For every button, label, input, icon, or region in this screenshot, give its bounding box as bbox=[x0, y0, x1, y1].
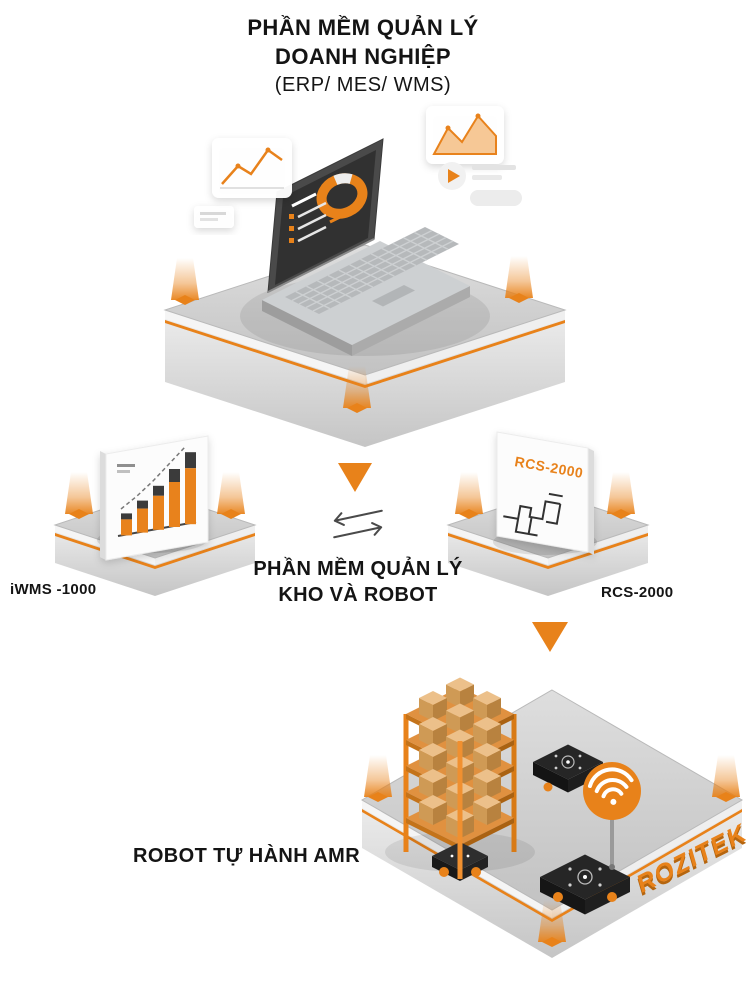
amr-robot-under-rack bbox=[432, 842, 488, 881]
rcs-screen-route-map: RCS-2000 bbox=[496, 431, 594, 555]
pallet-rack bbox=[385, 677, 535, 881]
rcs-label: RCS-2000 bbox=[601, 584, 674, 601]
play-icon bbox=[448, 169, 460, 183]
middle-title-line1: PHẦN MỀM QUẢN LÝ bbox=[253, 558, 463, 580]
iwms-label: iWMS -1000 bbox=[10, 581, 97, 598]
iwms-screen-bar-chart bbox=[100, 435, 209, 561]
laptop-keyboard bbox=[285, 227, 459, 314]
top-section-title: PHẦN MỀM QUẢN LÝ DOANH NGHIỆP (ERP/ MES/… bbox=[0, 13, 726, 97]
laptop-illustration bbox=[262, 138, 470, 356]
top-subtitle: (ERP/ MES/ WMS) bbox=[274, 74, 452, 96]
route-map-lines bbox=[503, 492, 563, 537]
top-title-line2: DOANH NGHIỆP bbox=[275, 44, 451, 69]
text-lines-card bbox=[194, 206, 234, 228]
screen-menu-list bbox=[289, 192, 357, 243]
wifi-icon bbox=[587, 767, 634, 805]
laptop-screen bbox=[267, 138, 384, 293]
amr-robot-2 bbox=[540, 854, 630, 915]
line-chart-card bbox=[212, 138, 292, 198]
middle-section-title: PHẦN MỀM QUẢN LÝ KHO VÀ ROBOT bbox=[0, 556, 716, 608]
exchange-arrows-icon bbox=[333, 509, 383, 539]
bar-chart-bars bbox=[121, 452, 196, 536]
down-arrow-icon bbox=[338, 463, 372, 492]
top-title-line1: PHẦN MỀM QUẢN LÝ bbox=[247, 15, 479, 40]
media-card bbox=[438, 162, 522, 206]
area-chart-card bbox=[426, 106, 504, 164]
wifi-sign bbox=[583, 762, 641, 870]
laptop-touchpad bbox=[372, 285, 415, 307]
down-arrow-icon bbox=[532, 622, 568, 652]
middle-title-line2: KHO VÀ ROBOT bbox=[278, 584, 438, 606]
amr-label: ROBOT TỰ HÀNH AMR bbox=[133, 845, 361, 867]
